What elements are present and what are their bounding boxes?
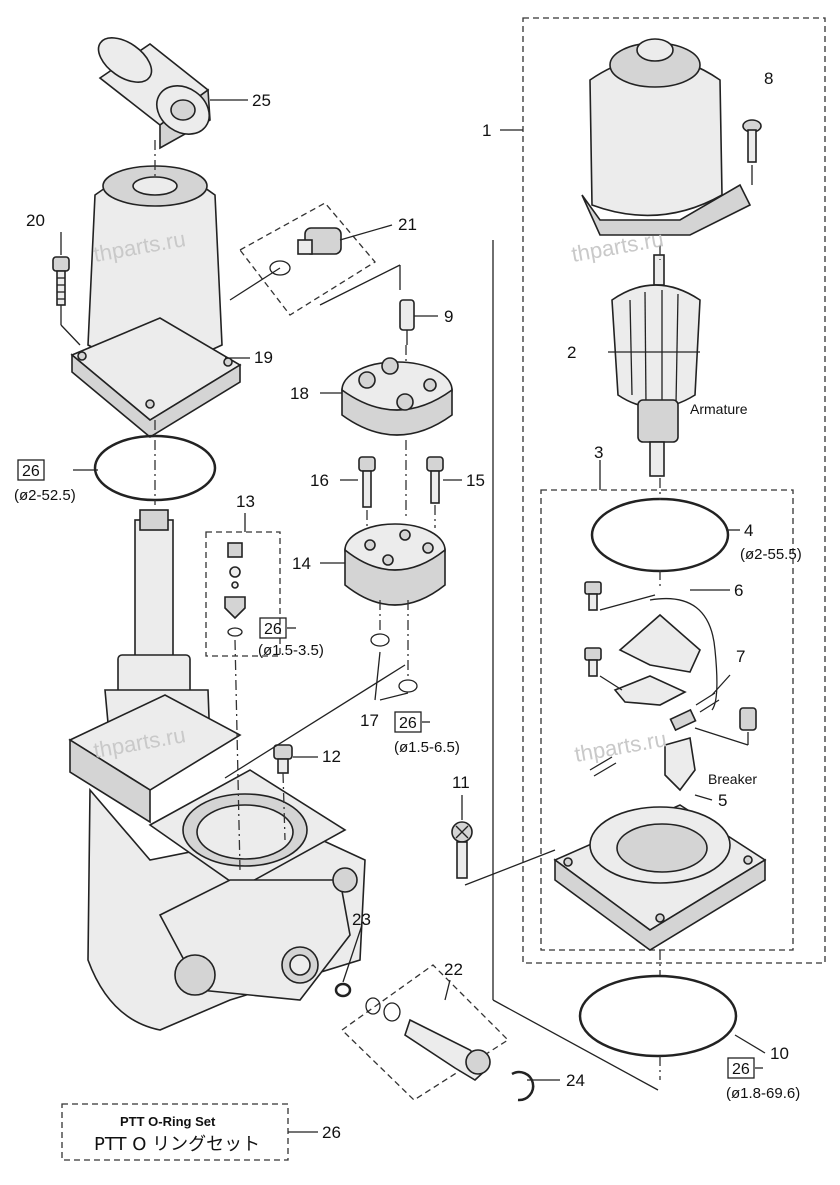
spec-text-left: (ø2-52.5): [14, 487, 76, 504]
callout-21: 21: [398, 215, 417, 234]
oring-55-5: [590, 497, 730, 573]
part-8-bolt: [742, 119, 762, 163]
part-11-screw: [451, 821, 473, 879]
kit-ref-26-left: 26: [22, 463, 40, 480]
callout-16: 16: [310, 471, 329, 490]
assembly-lines: [60, 140, 753, 1091]
callout-23: 23: [352, 910, 371, 929]
part-24-circlip: [511, 1070, 535, 1102]
part-19-cylinder: [70, 165, 242, 438]
spec-ring-13: 26 (ø1.5-3.5): [258, 617, 324, 659]
callout-19: 19: [254, 348, 273, 367]
part-17-oring-b: [398, 679, 418, 693]
kit-ref-26-13: 26: [264, 621, 282, 638]
part-2-armature: [611, 254, 701, 477]
callout-13: 13: [236, 492, 255, 511]
kit-ref-26-17: 26: [399, 715, 417, 732]
part-9-pin: [399, 299, 415, 345]
callout-4: 4: [744, 521, 753, 540]
label-armature: Armature: [690, 401, 748, 417]
callout-12: 12: [322, 747, 341, 766]
part-18-pump-top: [341, 357, 453, 436]
spec-ring-left: 26 (ø2-52.5): [14, 459, 76, 504]
breaker-parts: [584, 581, 757, 792]
callout-7: 7: [736, 647, 745, 666]
callout-25: 25: [252, 91, 271, 110]
part-21-fitting: [269, 227, 342, 276]
spec-text-4: (ø2-55.5): [740, 546, 802, 563]
motor-yoke: [581, 38, 752, 236]
part-14-pump-body: [344, 523, 446, 606]
callout-17: 17: [360, 711, 379, 730]
breaker-group-box: [540, 489, 794, 951]
spec-ring-17: 26 (ø1.5-6.5): [394, 711, 460, 756]
kit-ref-26-10: 26: [732, 1061, 750, 1078]
ptt-main-body: [68, 509, 366, 1031]
part-22-group-box: [340, 964, 510, 1101]
part-16-bolt: [358, 456, 376, 508]
callout-14: 14: [292, 554, 311, 573]
part-17-oring-a: [370, 633, 390, 647]
callout-18: 18: [290, 384, 309, 403]
label-breaker: Breaker: [708, 771, 757, 787]
callout-26-legend: 26: [322, 1123, 341, 1142]
callout-9: 9: [444, 307, 453, 326]
callout-11: 11: [452, 773, 470, 792]
callout-1: 1: [482, 121, 491, 140]
part-13-group-box: [205, 531, 281, 657]
callout-8: 8: [764, 69, 773, 88]
part-12-plug: [273, 744, 293, 774]
callout-10: 10: [770, 1044, 789, 1063]
part-22-valve: [365, 997, 491, 1081]
part-21-group-box: [239, 202, 376, 316]
spec-text-10: (ø1.8-69.6): [726, 1085, 800, 1102]
callout-3: 3: [594, 443, 603, 462]
leader-lines: [60, 99, 766, 1133]
spec-text-17: (ø1.5-6.5): [394, 739, 460, 756]
callout-22: 22: [444, 960, 463, 979]
legend-title: PTT O-Ring Set: [120, 1114, 216, 1129]
motor-assembly-group-box: [522, 17, 826, 964]
watermark-4: thparts.ru: [573, 726, 669, 767]
callout-24: 24: [566, 1071, 585, 1090]
oring-69-6: [578, 974, 738, 1058]
motor-end-bracket: [553, 804, 767, 951]
part-25-cap: [97, 37, 211, 150]
spec-text-13: (ø1.5-3.5): [258, 642, 324, 659]
part-15-bolt: [426, 456, 444, 504]
callout-6: 6: [734, 581, 743, 600]
callout-20: 20: [26, 211, 45, 230]
part-23-oring: [334, 982, 352, 998]
part-20-bolt: [52, 256, 70, 306]
part-13-valve: [224, 542, 246, 637]
legend-subtitle: PTT O リングセット: [94, 1134, 260, 1155]
callout-5: 5: [718, 791, 727, 810]
callout-15: 15: [466, 471, 485, 490]
spec-ring-10: 26 (ø1.8-69.6): [726, 1057, 800, 1102]
callout-2: 2: [567, 343, 576, 362]
